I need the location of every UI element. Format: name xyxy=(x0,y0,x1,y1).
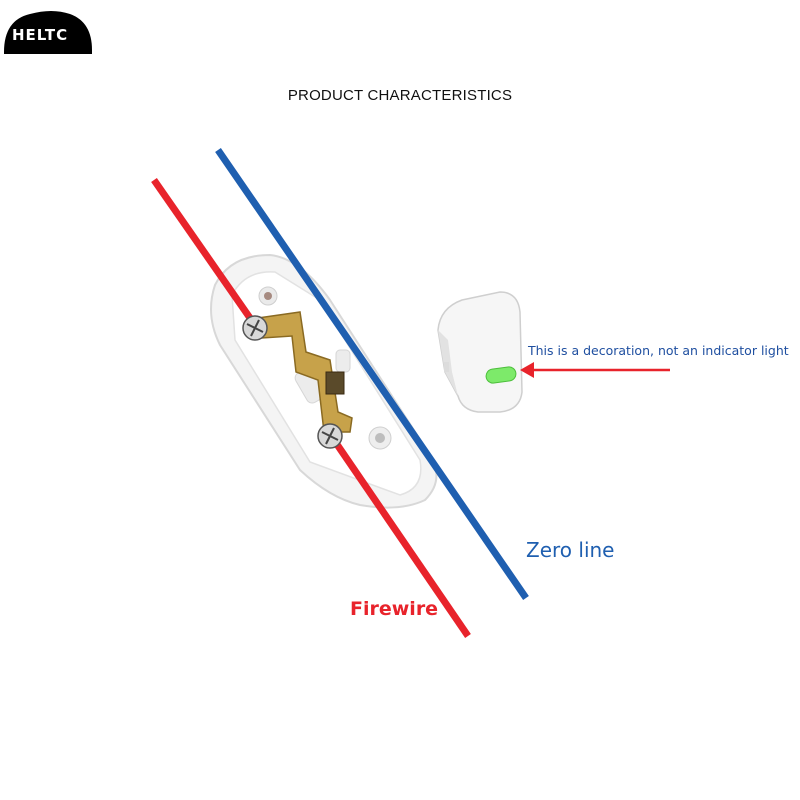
brass-terminal xyxy=(257,311,353,433)
indicator-light xyxy=(485,366,517,384)
firewire-wire xyxy=(151,178,471,638)
decoration-note: This is a decoration, not an indicator l… xyxy=(528,343,789,358)
screw-terminal-icon xyxy=(317,423,343,449)
zero-line-wire xyxy=(215,148,529,600)
annotation-arrow xyxy=(520,362,670,378)
firewire-label: Firewire xyxy=(350,598,439,620)
screw-terminal-icon xyxy=(242,315,268,341)
page-title: PRODUCT CHARACTERISTICS xyxy=(287,87,513,104)
logo-shape xyxy=(4,11,92,54)
heltc-logo: HELTC xyxy=(0,0,96,62)
logo-text: HELTC xyxy=(12,26,69,44)
switch-button xyxy=(437,291,523,413)
zero-line-label: Zero line xyxy=(526,538,615,562)
